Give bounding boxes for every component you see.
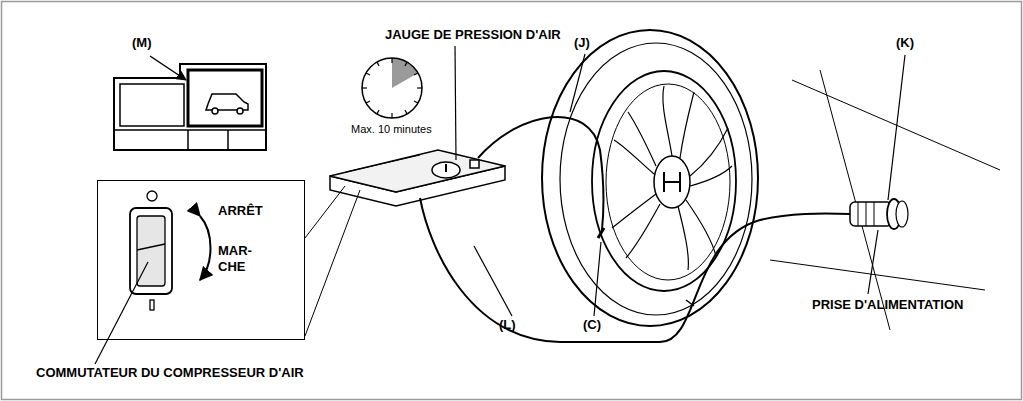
callout-letter: (K)	[896, 36, 914, 51]
power-socket	[770, 70, 1000, 330]
switch-symbol	[130, 191, 211, 310]
part-label: JAUGE DE PRESSION D'AIR	[385, 28, 561, 43]
power-cord	[420, 198, 850, 342]
clock-icon	[362, 58, 422, 118]
tire	[542, 30, 758, 326]
part-label: Max. 10 minutes	[351, 123, 432, 136]
cord-break	[686, 300, 694, 306]
leader-lines	[95, 46, 905, 364]
inset-callout-line	[305, 186, 360, 336]
display-icon	[114, 64, 266, 150]
switch-inset-box: ARRÊT MAR- CHE	[97, 180, 305, 340]
callout-letter: (J)	[574, 36, 590, 51]
callout-letter: (C)	[583, 318, 601, 333]
callout-letter: (M)	[132, 36, 152, 51]
part-label: PRISE D'ALIMENTATION	[812, 298, 963, 313]
air-hose	[478, 117, 603, 230]
switch-on-label: MAR- CHE	[218, 243, 252, 274]
callout-letter: (L)	[499, 318, 516, 333]
part-label: COMMUTATEUR DU COMPRESSEUR D'AIR	[36, 366, 304, 381]
leader-line	[150, 56, 186, 80]
switch-off-label: ARRÊT	[218, 203, 263, 219]
